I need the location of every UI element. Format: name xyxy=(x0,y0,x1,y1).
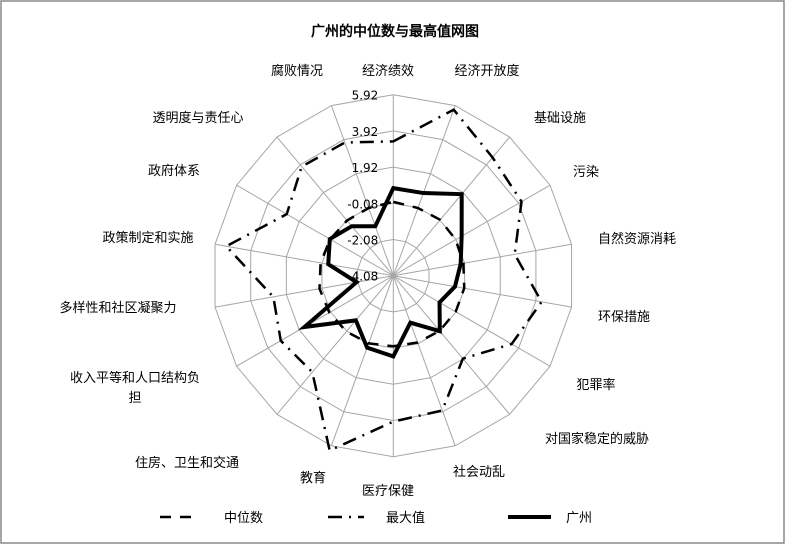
grid-spoke xyxy=(236,275,394,367)
category-label: 社会动乱 xyxy=(453,464,505,480)
chart-title: 广州的中位数与最高值网图 xyxy=(311,23,479,40)
grid-spoke xyxy=(330,105,394,276)
tick-label: 1.92 xyxy=(352,161,379,175)
grid-spoke xyxy=(236,184,394,277)
legend-label: 中位数 xyxy=(224,511,263,526)
grid-spoke xyxy=(392,105,456,276)
grid-spoke xyxy=(393,275,551,367)
category-label: 自然资源消耗 xyxy=(598,231,676,247)
legend-label: 最大值 xyxy=(386,510,425,526)
grid-spoke xyxy=(214,243,394,277)
category-label: 住房、卫生和交通 xyxy=(135,455,239,471)
grid-spoke xyxy=(276,136,394,277)
category-label: 腐败情况 xyxy=(271,64,323,79)
grid-spoke xyxy=(392,136,511,277)
category-label: 基础设施 xyxy=(534,111,586,126)
grid-spoke xyxy=(392,275,511,415)
grid-spoke xyxy=(393,275,572,308)
category-label: 经济绩效 xyxy=(362,64,414,79)
category-label: 经济开放度 xyxy=(454,63,519,79)
category-label: 污染 xyxy=(573,165,599,180)
grid-spoke xyxy=(392,275,456,446)
category-labels: 经济绩效 经济开放度基础设施污染自然资源消耗环保措施犯罪率对国家稳定的威胁社会动乱… xyxy=(59,63,676,499)
legend-label: 广州 xyxy=(566,511,592,526)
grid-spoke xyxy=(393,184,551,277)
grid-spoke xyxy=(214,275,394,308)
tick-label: 5.92 xyxy=(352,89,379,103)
tick-label: -2.08 xyxy=(347,234,378,248)
grid-spoke xyxy=(276,275,394,415)
radial-tick-labels: -4.08 -2.08 -0.08 1.92 3.92 5.92 xyxy=(347,89,378,284)
category-label: 对国家稳定的威胁 xyxy=(545,431,649,447)
legend: 中位数 最大值 广州 xyxy=(160,510,592,526)
series-group xyxy=(224,108,544,453)
category-label: 多样性和社区凝聚力 xyxy=(59,300,176,316)
category-label: 教育 xyxy=(300,470,326,486)
tick-label: -0.08 xyxy=(347,197,378,211)
category-label: 政府体系 xyxy=(148,164,200,179)
tick-label: 3.92 xyxy=(352,125,379,139)
category-label: 犯罪率 xyxy=(576,377,615,393)
grid-spoke xyxy=(330,275,394,446)
grid-spoke xyxy=(393,243,572,277)
category-label: 透明度与责任心 xyxy=(152,110,243,126)
category-label: 政策制定和实施 xyxy=(102,230,193,246)
radar-grid xyxy=(214,94,573,458)
category-label: 收入平等和人口结构负担 xyxy=(70,370,200,406)
category-label: 环保措施 xyxy=(598,310,650,325)
category-label: 医疗保健 xyxy=(362,484,414,499)
tick-label: -4.08 xyxy=(347,270,378,284)
